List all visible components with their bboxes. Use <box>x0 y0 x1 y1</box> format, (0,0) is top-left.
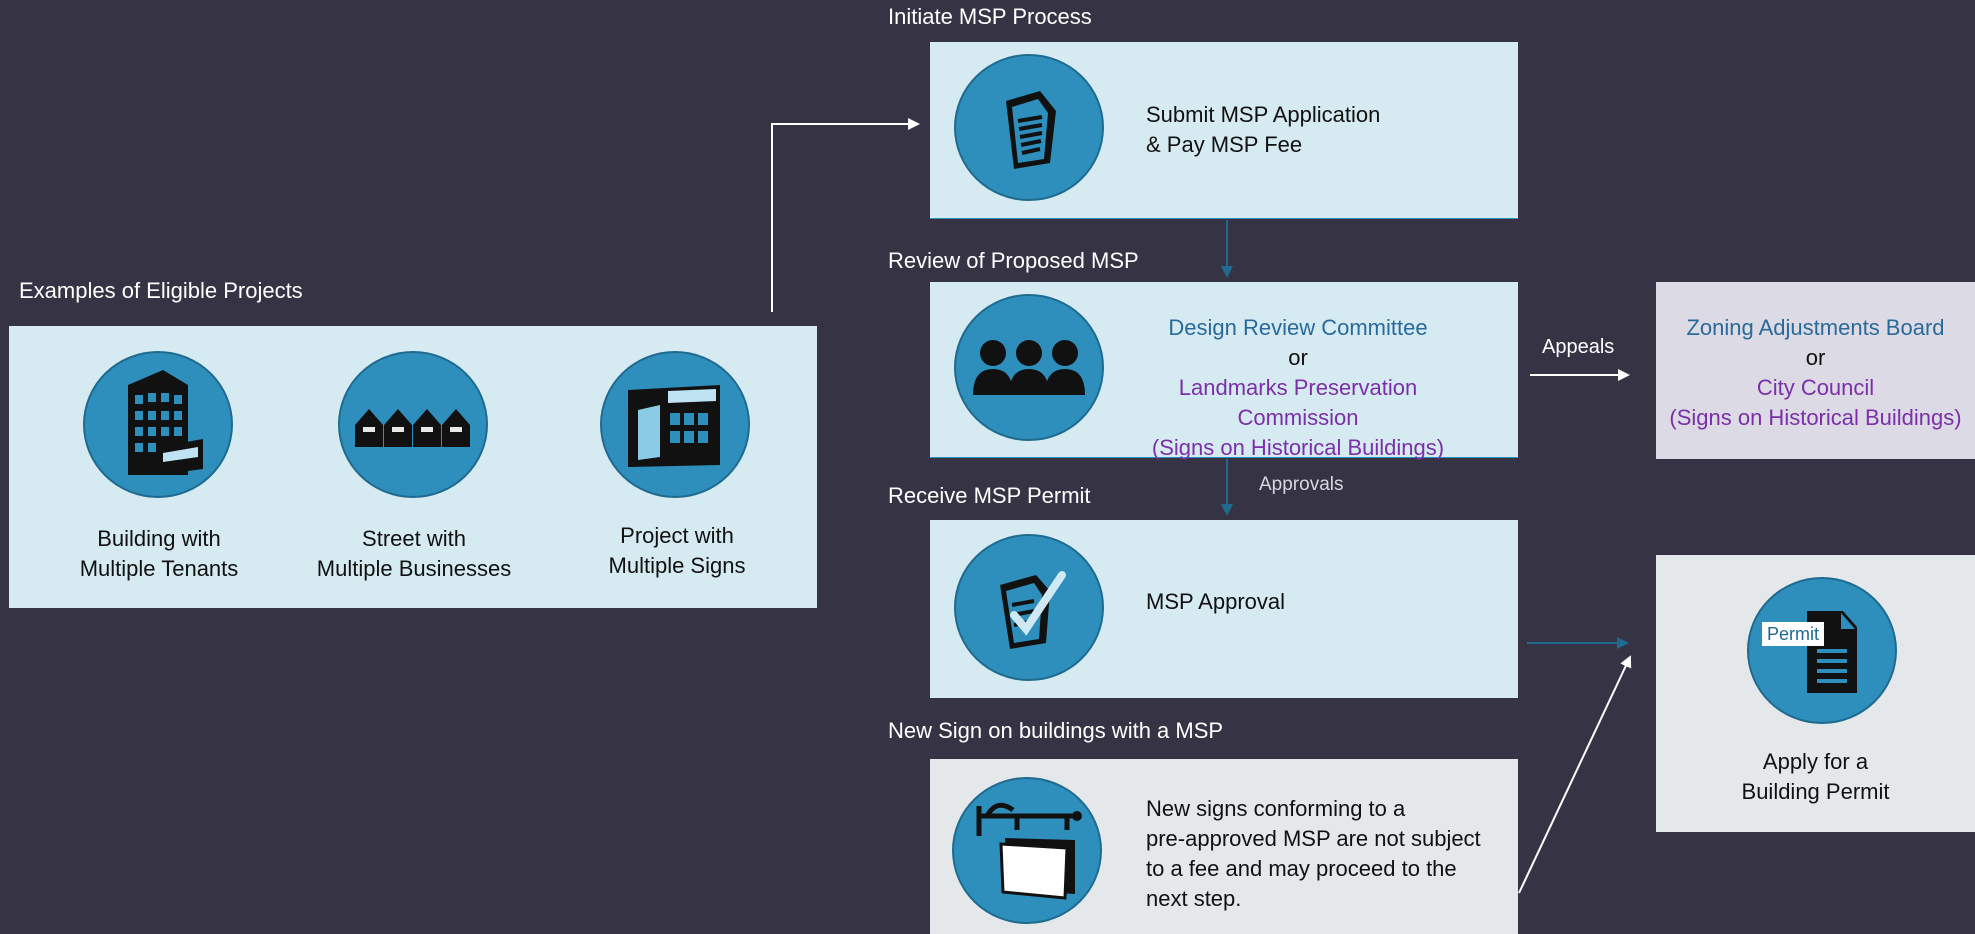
appeals-label: Appeals <box>1542 336 1615 358</box>
initiate-line1: Submit MSP Application <box>1146 102 1381 127</box>
group-people-icon <box>954 294 1104 441</box>
office-building-icon <box>83 351 233 498</box>
review-historical-note: (Signs on Historical Buildings) <box>1151 435 1445 460</box>
example-street-line2: Multiple Businesses <box>316 556 512 581</box>
permit-badge: Permit <box>1762 622 1825 646</box>
new-sign-line2: pre-approved MSP are not subject <box>1146 826 1481 851</box>
design-review-committee: Design Review Committee <box>1168 315 1428 340</box>
storefront-row-icon <box>338 351 488 498</box>
receive-heading: Receive MSP Permit <box>888 483 1091 508</box>
new-sign-box: New signs conforming to a pre-approved M… <box>930 759 1518 934</box>
arrow-new-sign-to-permit <box>1518 655 1632 894</box>
review-box: Design Review Committee or Landmarks Pre… <box>930 282 1518 460</box>
receive-box: MSP Approval <box>930 520 1518 698</box>
review-text: Design Review Committee or Landmarks Pre… <box>1118 313 1478 463</box>
example-building-label: Building with Multiple Tenants <box>49 524 269 584</box>
building-permit-line2: Building Permit <box>1741 779 1890 804</box>
receive-text: MSP Approval <box>1146 589 1286 614</box>
appeals-text: Zoning Adjustments Board or City Council… <box>1656 313 1975 433</box>
example-building-line1: Building with <box>97 526 221 551</box>
landmarks-commission: Landmarks Preservation Commission <box>1178 375 1418 430</box>
appeals-or: or <box>1805 345 1826 370</box>
appeals-box: Zoning Adjustments Board or City Council… <box>1656 282 1975 459</box>
new-sign-line3: to a fee and may proceed to the <box>1146 856 1457 881</box>
review-heading: Review of Proposed MSP <box>888 248 1139 273</box>
approved-document-icon <box>954 534 1104 681</box>
city-council: City Council <box>1756 375 1875 400</box>
appeals-historical-note: (Signs on Historical Buildings) <box>1669 405 1962 430</box>
building-permit-box: Permit Apply for a Building Permit <box>1656 555 1975 832</box>
example-project-line2: Multiple Signs <box>608 553 746 578</box>
review-or: or <box>1288 345 1308 370</box>
approvals-label: Approvals <box>1259 474 1344 495</box>
storefront-icon <box>600 351 750 498</box>
examples-heading: Examples of Eligible Projects <box>19 278 303 303</box>
examples-panel: Building with Multiple Tenants Street wi… <box>9 326 817 608</box>
new-sign-text: New signs conforming to a pre-approved M… <box>1146 794 1481 914</box>
initiate-text: Submit MSP Application & Pay MSP Fee <box>1146 100 1380 160</box>
initiate-line2: & Pay MSP Fee <box>1146 132 1303 157</box>
building-permit-text: Apply for a Building Permit <box>1656 747 1975 807</box>
document-icon <box>954 54 1104 201</box>
example-building-line2: Multiple Tenants <box>79 556 239 581</box>
example-street-line1: Street with <box>362 526 466 551</box>
example-project-label: Project with Multiple Signs <box>567 521 787 581</box>
example-project-line1: Project with <box>620 523 734 548</box>
zoning-adjustments-board: Zoning Adjustments Board <box>1686 315 1945 340</box>
example-street-label: Street with Multiple Businesses <box>304 524 524 584</box>
new-sign-line4: next step. <box>1146 886 1242 911</box>
arrow-examples-to-initiate <box>771 118 920 312</box>
permit-document-icon <box>1747 577 1897 724</box>
initiate-heading: Initiate MSP Process <box>888 4 1092 29</box>
new-sign-heading: New Sign on buildings with a MSP <box>888 718 1224 743</box>
hanging-sign-icon <box>952 777 1102 924</box>
initiate-box: Submit MSP Application & Pay MSP Fee <box>930 42 1518 218</box>
new-sign-line1: New signs conforming to a <box>1146 796 1406 821</box>
building-permit-line1: Apply for a <box>1762 749 1869 774</box>
